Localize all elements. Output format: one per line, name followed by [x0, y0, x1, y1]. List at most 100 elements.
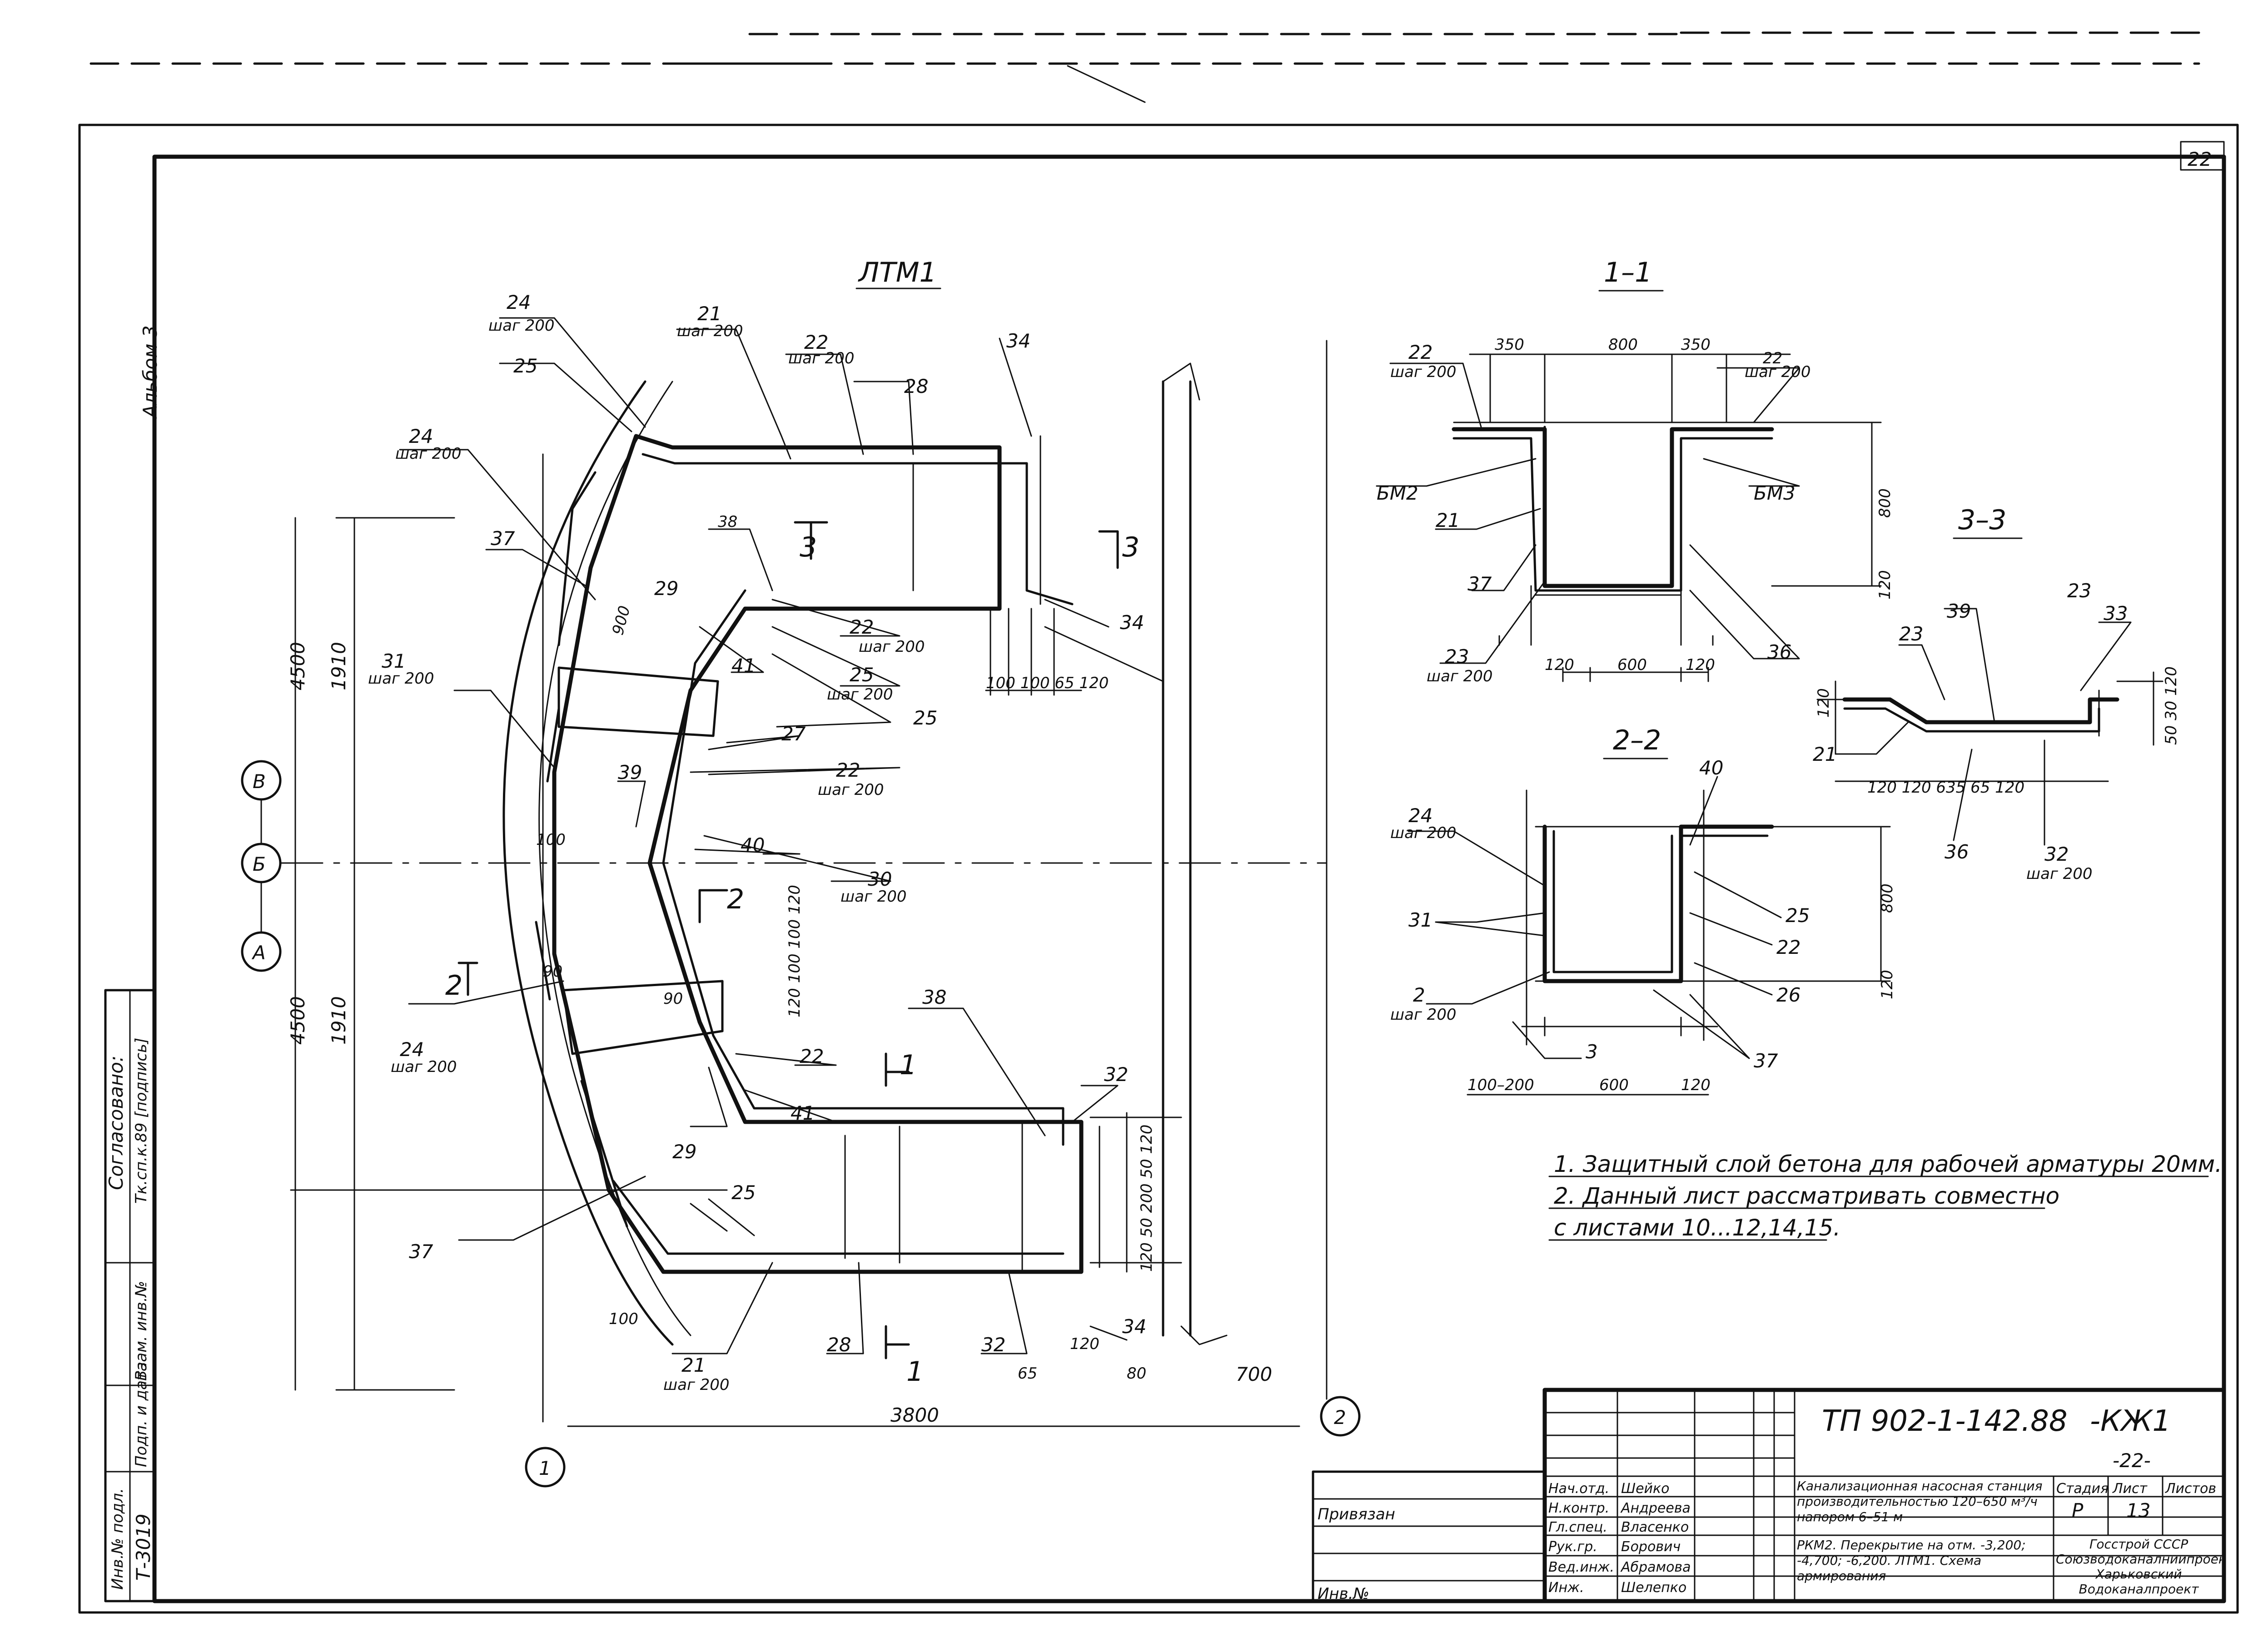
dim-3800: 3800 [890, 1404, 939, 1426]
plan-label-21t: 21 [697, 303, 721, 325]
s11-title: 1–1 [1604, 257, 1652, 288]
plan-step-24a: шаг 200 [395, 445, 462, 463]
plan-label-30: 30 [868, 868, 892, 890]
plan-label-21b: 21 [681, 1354, 706, 1376]
dim-900: 900 [609, 604, 634, 637]
plan-label-37a: 37 [491, 527, 515, 550]
s11-d120b: 120 [1686, 656, 1715, 674]
plan-label-32a: 32 [1104, 1063, 1128, 1086]
section-2-2: 2–2 24 шаг 200 31 25 22 26 37 40 2 шаг 2… [1390, 724, 1896, 1096]
dim-1910a: 1910 [328, 642, 350, 690]
tb-role-2: Гл.спец. [1548, 1519, 1607, 1535]
tb-stage-h: Стадия [2056, 1481, 2109, 1497]
s33-title: 3–3 [1958, 504, 2006, 536]
dim-700: 700 [1236, 1363, 1272, 1385]
s11-step-23: шаг 200 [1427, 667, 1493, 685]
plan-label-31: 31 [382, 650, 406, 672]
tb-name-0: Шейко [1621, 1481, 1670, 1497]
plan-step-22t: шаг 200 [788, 349, 855, 367]
plan-label-25c: 25 [913, 707, 937, 729]
tb-sheet-title: РКМ2. Перекрытие на отм. -3,200; -4,700;… [1797, 1538, 2026, 1583]
plan-label-41b: 41 [791, 1102, 815, 1124]
strip-cell-1: Подп. и дата [132, 1362, 150, 1467]
s11-l22a: 22 [1408, 341, 1432, 363]
cut-1: 1 [900, 1049, 917, 1081]
dim-4500b: 4500 [287, 996, 309, 1045]
plan-label-34t: 34 [1006, 330, 1030, 352]
plan-label-25b: 25 [850, 664, 874, 686]
axis-b1: В [253, 770, 266, 793]
s11-l22b: 22 [1763, 349, 1782, 367]
plan-label-29b: 29 [672, 1141, 696, 1163]
plan-label-24t: 24 [507, 291, 531, 313]
title-block: Привязан Инв.№ ТП 902-1-142.88 -КЖ1 -22-… [1312, 1388, 2226, 1603]
s22-dh120: 120 [1878, 970, 1896, 999]
left-strip: Согласовано: Тк.сп.к.89 [подпись] Инв.№ … [104, 989, 156, 1602]
agreed-label: Согласовано: [105, 1056, 127, 1190]
s33-l23a: 23 [2067, 580, 2091, 602]
s11-d350a: 350 [1495, 336, 1524, 354]
plan-label-22b: 22 [850, 616, 874, 638]
tb-stamp: -22- [2113, 1449, 2151, 1472]
s22-l24: 24 [1408, 804, 1432, 827]
s11-dh120: 120 [1876, 570, 1894, 600]
album-label: Альбом 3 [139, 325, 161, 419]
plan-label-27: 27 [781, 723, 806, 745]
notes: 1. Защитный слой бетона для рабочей арма… [1548, 1151, 2222, 1241]
strip-cell-2: Взам. инв.№ [132, 1281, 150, 1381]
tb-mark: -КЖ1 [2090, 1404, 2171, 1438]
s22-d100: 100–200 [1467, 1076, 1534, 1094]
plan-label-24a: 24 [409, 425, 433, 447]
tb-inv: Инв.№ [1318, 1585, 1369, 1603]
tb-name-5: Шелепко [1621, 1580, 1686, 1596]
s33-d-bottom: 120 120 635 65 120 [1867, 779, 2024, 797]
s33-d-right: 50 30 120 [2162, 666, 2180, 745]
tb-role-5: Инж. [1548, 1580, 1584, 1596]
s11-l23: 23 [1445, 645, 1469, 668]
plan-label-22t: 22 [804, 331, 828, 353]
tb-lists-h: Листов [2165, 1481, 2216, 1497]
plan-label-24b: 24 [400, 1038, 424, 1061]
dim-120a: 120 [1070, 1335, 1099, 1353]
s33-l36: 36 [1945, 841, 1969, 863]
note-3: с листами 10...12,14,15. [1554, 1215, 1840, 1241]
agreed-sign: Тк.сп.к.89 [подпись] [132, 1038, 150, 1204]
s22-step-2: шаг 200 [1390, 1006, 1457, 1024]
plan-step-22b: шаг 200 [859, 638, 925, 656]
plan-label-37b: 37 [409, 1240, 433, 1263]
dim-4500a: 4500 [287, 642, 309, 690]
note-1: 1. Защитный слой бетона для рабочей арма… [1554, 1151, 2222, 1177]
sheet-border: 22 Альбом 3 [78, 124, 2239, 1614]
s22-l31: 31 [1408, 909, 1432, 931]
tb-stage: Р [2072, 1499, 2084, 1522]
plan-label-22c: 22 [836, 759, 860, 781]
plan-label-34b: 34 [1120, 611, 1144, 634]
dim-100a: 100 [536, 831, 566, 849]
s22-d120: 120 [1681, 1076, 1711, 1094]
plan-label-41a: 41 [731, 655, 756, 677]
s22-l22: 22 [1776, 936, 1800, 958]
top-dashed-lines [90, 31, 2200, 103]
s22-l37: 37 [1754, 1050, 1778, 1072]
plan-label-39: 39 [618, 761, 642, 784]
section-3-3: 3–3 23 23 39 33 21 36 32 шаг 200 120 120… [1813, 504, 2180, 883]
plan-step-21t: шаг 200 [677, 322, 743, 340]
s22-dh800: 800 [1878, 883, 1896, 913]
s22-l25: 25 [1786, 904, 1810, 927]
plan-step-31: шаг 200 [368, 670, 434, 688]
plan-step-25b: шаг 200 [827, 685, 893, 704]
s33-l33: 33 [2104, 602, 2128, 625]
s11-dh800: 800 [1876, 488, 1894, 518]
plan-label-40: 40 [741, 834, 765, 856]
plan-label-38a: 38 [718, 513, 737, 531]
dim-90b: 90 [663, 990, 683, 1008]
plan-label-32b: 32 [981, 1334, 1005, 1356]
cut-3: 3 [800, 531, 817, 563]
dim-row: 100 100 65 120 [986, 674, 1109, 692]
plan-title: ЛТМ1 [858, 257, 937, 288]
cut-1b: 1 [906, 1356, 924, 1388]
tb-name-4: Абрамова [1620, 1559, 1691, 1575]
sheet-number: 22 [2188, 148, 2212, 170]
